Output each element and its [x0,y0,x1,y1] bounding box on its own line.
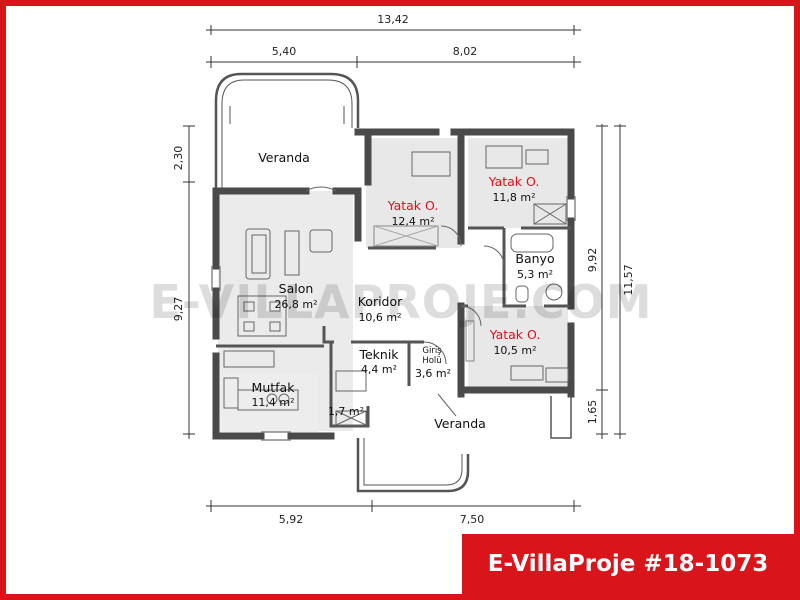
project-badge: E-VillaProje #18-1073 [462,534,794,594]
room-wc-area: 1,7 m² [328,405,364,418]
room-giris-name-2: Holü [422,356,441,366]
room-giris-area: 3,6 m² [415,367,451,380]
room-banyo-name: Banyo [515,251,554,266]
room-veranda-top: Veranda [258,150,310,165]
dimension-lines [183,25,626,512]
room-teknik-name: Teknik [358,347,399,362]
room-yatak-2-area: 11,8 m² [492,191,535,204]
dim-right-total: 11,57 [622,264,635,296]
room-yatak-3-name: Yatak O. [489,327,541,342]
dim-top-total: 13,42 [377,13,409,26]
room-yatak-1-area: 12,4 m² [391,215,434,228]
dim-top-right: 8,02 [453,45,478,58]
top-veranda-railing [214,72,360,188]
room-yatak-1-name: Yatak O. [387,198,439,213]
room-salon-area: 26,8 m² [274,298,317,311]
room-giris-name-1: Giriş [422,346,442,356]
dim-top-left: 5,40 [272,45,297,58]
dim-right-main: 9,92 [586,248,599,273]
interior-walls [216,226,571,428]
bottom-veranda-railing [356,396,572,493]
room-yatak-3-area: 10,5 m² [493,344,536,357]
furniture [223,145,569,426]
dim-bottom-left: 5,92 [279,513,304,526]
dim-left-main: 9,27 [172,297,185,322]
room-teknik-area: 4,4 m² [361,363,397,376]
watermark-text: E-VILLAPROJE.COM [150,275,653,329]
room-koridor-name: Koridor [358,294,403,309]
room-mutfak-name: Mutfak [252,380,296,395]
image-frame: 13,42 5,40 8,02 5,92 7,50 2,30 9,27 9,92… [6,6,794,594]
exterior-walls [212,128,575,440]
dim-bottom-right: 7,50 [460,513,485,526]
room-banyo-area: 5,3 m² [517,268,553,281]
room-koridor-area: 10,6 m² [358,311,401,324]
room-yatak-2-name: Yatak O. [488,174,540,189]
room-veranda-bottom: Veranda [434,416,486,431]
room-mutfak-area: 11,4 m² [251,396,294,409]
floor-plan: 13,42 5,40 8,02 5,92 7,50 2,30 9,27 9,92… [150,13,653,526]
dim-left-top: 2,30 [172,146,185,171]
room-salon-name: Salon [279,281,314,296]
window-markers [211,196,576,441]
dim-right-bottom: 1,65 [586,400,599,425]
